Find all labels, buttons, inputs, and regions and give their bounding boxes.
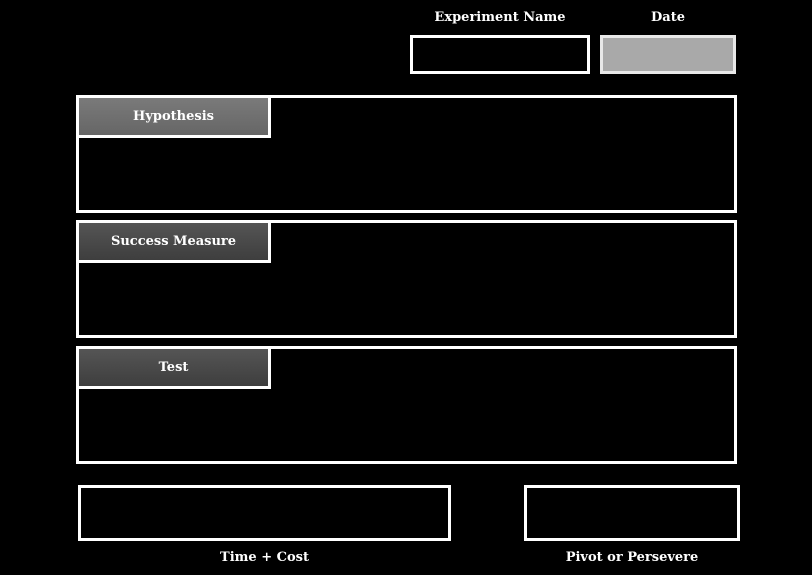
time-cost-field[interactable] xyxy=(78,485,451,541)
date-field[interactable] xyxy=(600,35,736,74)
test-label: Test xyxy=(158,360,189,375)
pivot-persevere-field[interactable] xyxy=(524,485,740,541)
experiment-name-field[interactable] xyxy=(410,35,590,74)
hypothesis-section[interactable]: Hypothesis xyxy=(76,95,737,213)
date-label: Date xyxy=(651,10,685,25)
success-measure-label: Success Measure xyxy=(110,234,237,249)
success-measure-tab: Success Measure xyxy=(79,223,271,263)
experiment-name-label: Experiment Name xyxy=(434,10,566,25)
hypothesis-label: Hypothesis xyxy=(133,109,214,124)
pivot-persevere-label: Pivot or Persevere xyxy=(565,550,699,565)
success-measure-section[interactable]: Success Measure xyxy=(76,220,737,338)
hypothesis-tab: Hypothesis xyxy=(79,98,271,138)
test-tab: Test xyxy=(79,349,271,389)
time-cost-label: Time + Cost xyxy=(220,550,309,565)
test-section[interactable]: Test xyxy=(76,346,737,464)
